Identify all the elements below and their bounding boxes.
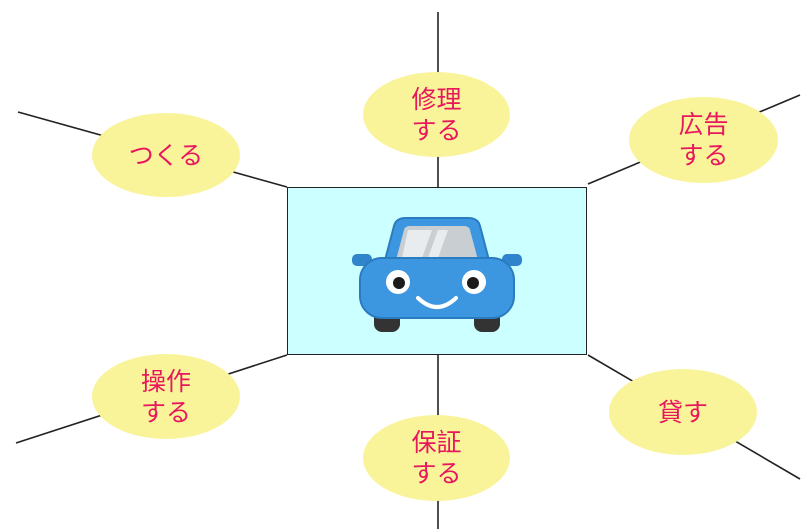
- node-label-guarantee: 保証 する: [411, 428, 462, 488]
- node-label-repair: 修理 する: [411, 84, 462, 145]
- node-label-make: つくる: [128, 140, 204, 170]
- node-label-lend: 貸す: [657, 397, 708, 427]
- node-bubble-repair: 修理 する: [363, 72, 510, 157]
- node-label-operate: 操作 する: [140, 366, 191, 427]
- node-bubble-make: つくる: [92, 113, 240, 197]
- center-box: [287, 187, 587, 355]
- node-bubble-lend: 貸す: [609, 369, 757, 455]
- node-label-advertise: 広告 する: [678, 110, 729, 170]
- car-icon: [352, 217, 522, 332]
- node-bubble-guarantee: 保証 する: [363, 415, 510, 501]
- node-bubble-operate: 操作 する: [92, 354, 240, 439]
- node-bubble-advertise: 広告 する: [629, 97, 778, 183]
